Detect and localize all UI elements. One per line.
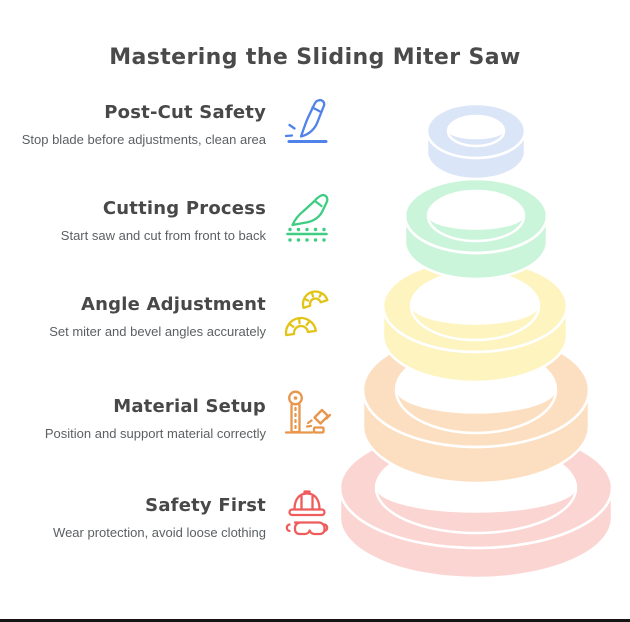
step-description: Position and support material correctly — [44, 426, 266, 441]
bottom-window-border — [0, 619, 630, 622]
cutting-knife-icon — [282, 191, 332, 245]
measuring-stand-icon — [282, 389, 332, 443]
step-title: Post-Cut Safety — [104, 102, 266, 123]
step-title: Material Setup — [113, 396, 266, 417]
page-title: Mastering the Sliding Miter Saw — [109, 44, 521, 70]
step-title: Cutting Process — [102, 198, 266, 219]
scalpel-cut-icon — [282, 95, 332, 149]
step-description: Stop blade before adjustments, clean are… — [21, 132, 266, 147]
list-item-material-setup: Material Setup Position and support mate… — [10, 389, 332, 444]
hard-hat-goggles-icon — [282, 488, 332, 542]
step-description: Start saw and cut from front to back — [60, 228, 266, 243]
list-item-post-cut-safety: Post-Cut Safety Stop blade before adjust… — [10, 95, 332, 150]
ring-4 — [361, 331, 591, 485]
step-description: Set miter and bevel angles accurately — [49, 324, 266, 339]
ring-2 — [403, 177, 549, 281]
protractor-icon — [282, 287, 332, 341]
list-item-safety-first: Safety First Wear protection, avoid loos… — [10, 488, 332, 543]
ring-1 — [425, 102, 527, 181]
step-title: Safety First — [145, 495, 266, 516]
list-item-angle-adjustment: Angle Adjustment Set miter and bevel ang… — [10, 287, 332, 342]
step-description: Wear protection, avoid loose clothing — [53, 525, 266, 540]
list-item-cutting-process: Cutting Process Start saw and cut from f… — [10, 191, 332, 246]
step-title: Angle Adjustment — [81, 294, 266, 315]
